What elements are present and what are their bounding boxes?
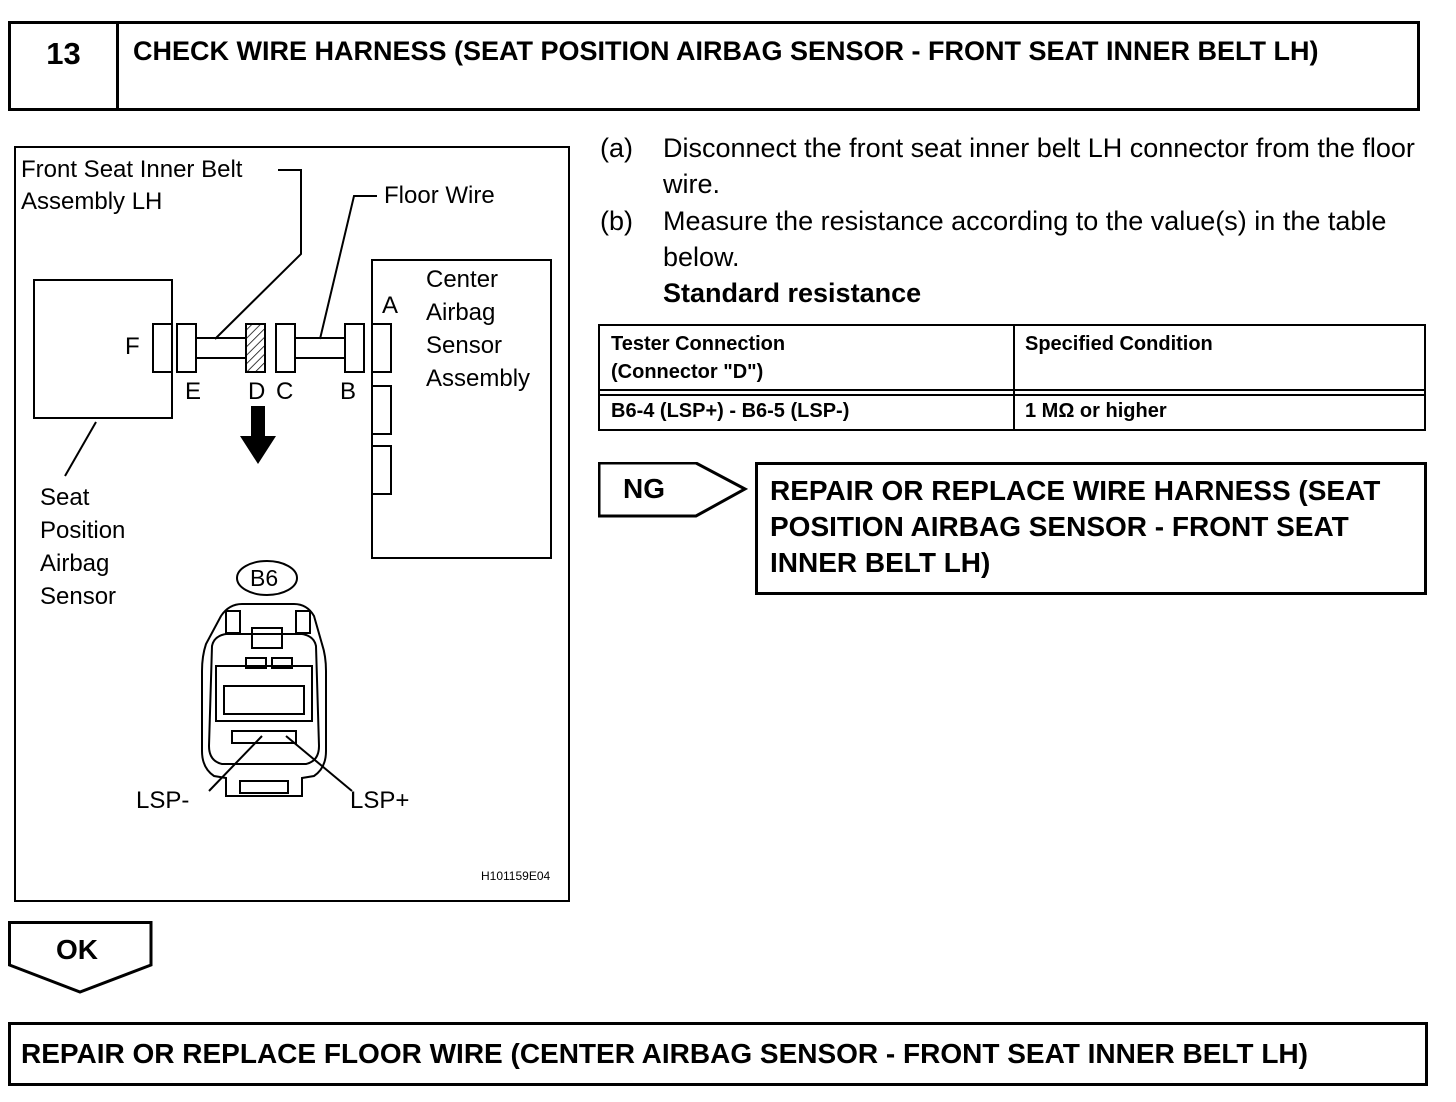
connector-d [245, 323, 266, 373]
center-label-line1: Center [426, 266, 499, 293]
seat-label-line2: Position [40, 517, 126, 544]
connector-c [275, 323, 296, 373]
belt-leader-line [214, 169, 302, 340]
table-header-col1-line2: (Connector "D") [611, 361, 764, 383]
table-header-divider-1 [600, 389, 1424, 391]
ok-label: OK [56, 934, 98, 965]
ok-arrow: OK [8, 921, 154, 995]
connector-id-label: B6 [250, 565, 279, 591]
spec-table: Tester Connection (Connector "D") Specif… [598, 324, 1426, 431]
floor-wire-label: Floor Wire [384, 182, 495, 209]
connector-letter-a: A [382, 292, 399, 319]
belt-label-line2: Assembly LH [21, 188, 163, 215]
table-column-divider [1013, 326, 1015, 429]
belt-label-line1: Front Seat Inner Belt [21, 156, 243, 183]
step-header: 13 CHECK WIRE HARNESS (SEAT POSITION AIR… [8, 21, 1420, 111]
lsp-plus-leader-line [285, 735, 353, 792]
connector-letter-c: C [276, 378, 294, 405]
step-number: 13 [11, 24, 119, 108]
ok-result-text: REPAIR OR REPLACE FLOOR WIRE (CENTER AIR… [21, 1038, 1308, 1069]
seat-sensor-leader-line [64, 421, 97, 477]
connector-letter-f: F [125, 333, 140, 360]
ng-arrow: NG [598, 462, 748, 518]
connector-letter-b: B [340, 378, 357, 405]
center-label-line4: Assembly [426, 365, 531, 392]
center-label-line2: Airbag [426, 299, 496, 326]
instruction-b-text: Measure the resistance according to the … [663, 206, 1387, 272]
wiring-diagram: Front Seat Inner Belt Assembly LH Floor … [14, 146, 570, 902]
ng-result-box: REPAIR OR REPLACE WIRE HARNESS (SEAT POS… [755, 462, 1427, 595]
table-cell-connection: B6-4 (LSP+) - B6-5 (LSP-) [611, 400, 850, 422]
center-port-3 [371, 445, 392, 495]
table-cell-condition: 1 MΩ or higher [1025, 400, 1167, 422]
connector-a [371, 323, 392, 373]
connector-f [152, 323, 173, 373]
pin-lsp-minus-label: LSP- [136, 787, 190, 814]
table-header-divider-2 [600, 394, 1424, 396]
connector-letter-d: D [248, 378, 266, 405]
pin-lsp-plus-label: LSP+ [350, 787, 410, 814]
ok-result-box: REPAIR OR REPLACE FLOOR WIRE (CENTER AIR… [8, 1022, 1428, 1086]
center-label-line3: Sensor [426, 332, 503, 359]
lsp-minus-leader-line [208, 735, 263, 792]
instruction-a-text: Disconnect the front seat inner belt LH … [663, 133, 1415, 199]
seat-label-line4: Sensor [40, 583, 117, 610]
floor-wire-leader-line [319, 195, 377, 340]
down-arrow-icon [240, 406, 276, 464]
connector-e [176, 323, 197, 373]
step-title: CHECK WIRE HARNESS (SEAT POSITION AIRBAG… [133, 36, 1319, 66]
figure-code: H101159E04 [481, 869, 551, 883]
ng-result-text: REPAIR OR REPLACE WIRE HARNESS (SEAT POS… [770, 475, 1381, 578]
standard-resistance-label: Standard resistance [663, 278, 922, 308]
connector-letter-e: E [185, 378, 202, 405]
center-port-2 [371, 385, 392, 435]
instruction-a-marker: (a) [600, 133, 633, 163]
belt-wire [195, 337, 247, 359]
diagram-drawing [14, 146, 570, 902]
seat-sensor-box [33, 279, 173, 419]
table-header-col1-line1: Tester Connection [611, 333, 786, 355]
diagram-frame [14, 146, 570, 902]
connector-b [344, 323, 365, 373]
b6-connector-face [201, 603, 327, 797]
connector-id-ellipse [236, 560, 298, 596]
seat-label-line1: Seat [40, 484, 90, 511]
ng-label: NG [623, 473, 665, 504]
instruction-b-marker: (b) [600, 206, 633, 236]
table-header-col2: Specified Condition [1025, 333, 1213, 355]
floor-wire [294, 337, 346, 359]
seat-label-line3: Airbag [40, 550, 110, 577]
